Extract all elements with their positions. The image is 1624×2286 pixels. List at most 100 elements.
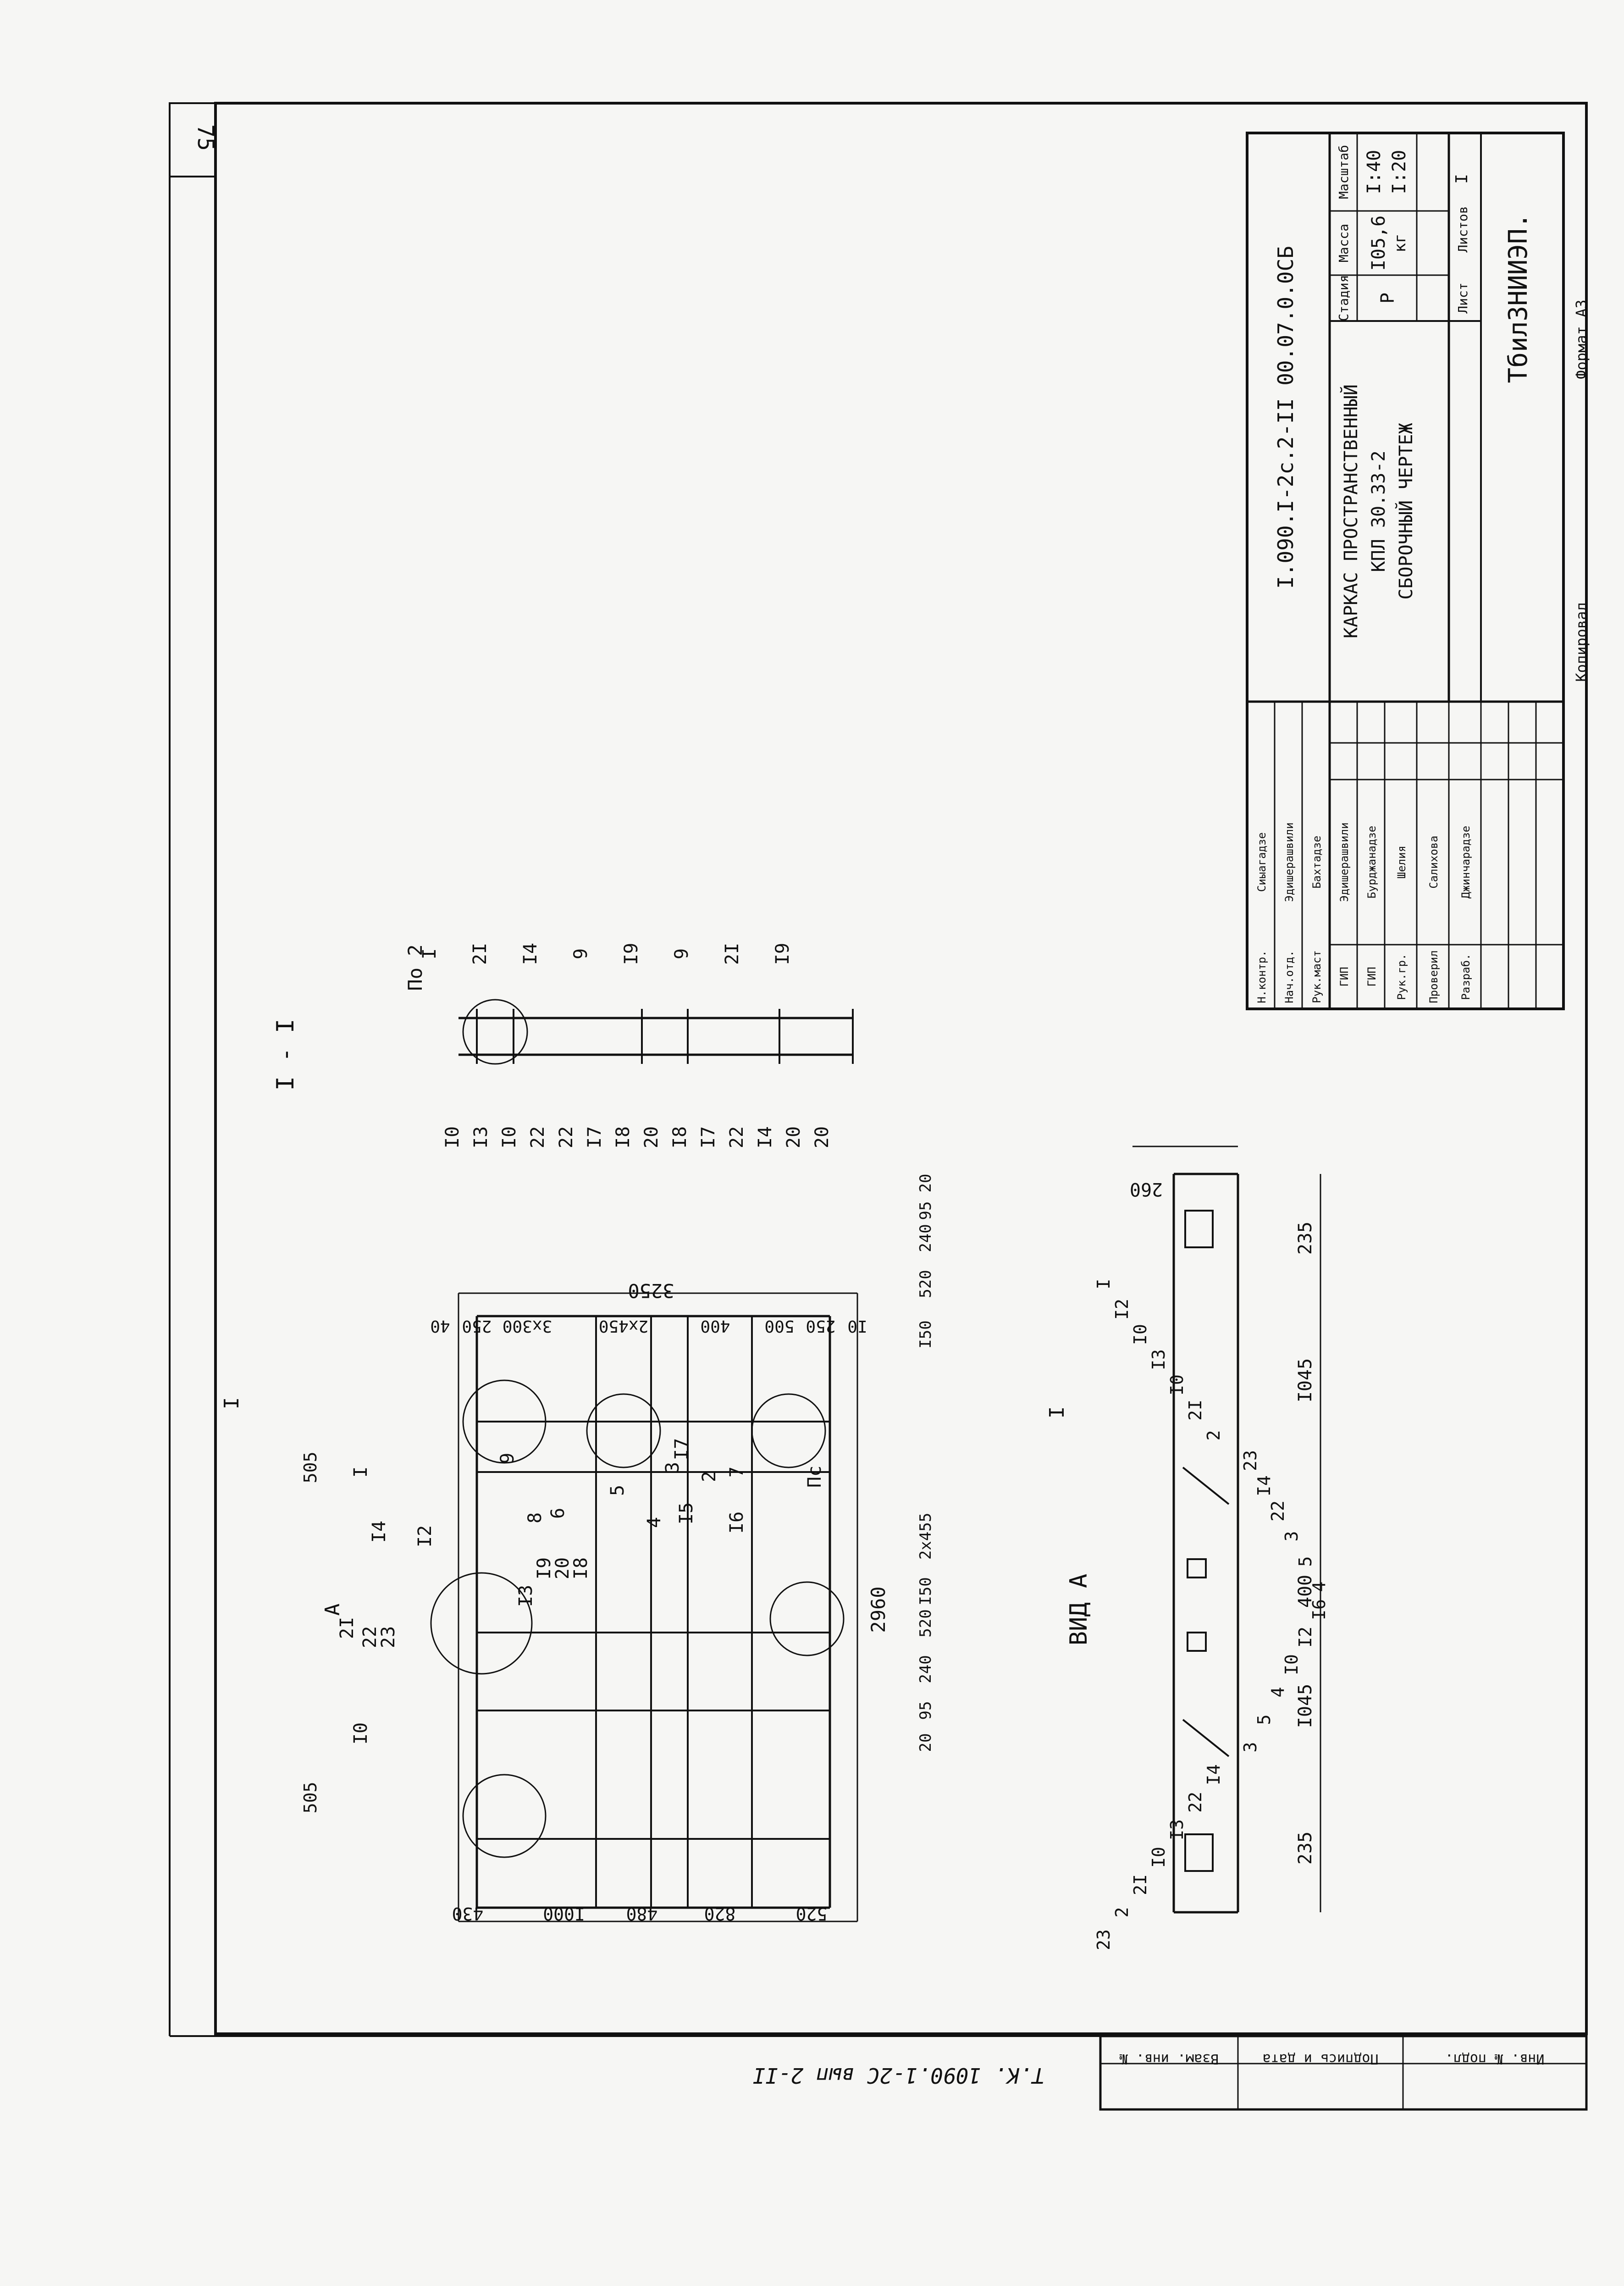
plan-callout: I6 [726, 1511, 747, 1533]
view-a-callout: I [1094, 1279, 1114, 1290]
signature-role: Н.контр. [1255, 950, 1268, 1003]
sheets-label: Листов [1455, 206, 1470, 252]
section-callout: I9 [621, 943, 642, 965]
signature-role: Нач.отд. [1283, 950, 1296, 1003]
dim-right-chain: 250 [462, 1317, 492, 1335]
dim-bottom-chain: 520 [917, 1609, 935, 1637]
view-a-length-dim: 400 [1295, 1575, 1316, 1608]
dim-left-chain: 820 [704, 1904, 736, 1924]
plan-callout: 5 [607, 1485, 628, 1496]
sheet-label: Лист [1455, 282, 1470, 313]
plan-callout: I4 [369, 1521, 390, 1543]
dim-right-chain: 3x300 [503, 1317, 552, 1335]
stamp-inv-replace: Взам. инв. № [1120, 2051, 1219, 2067]
view-a-marker: A [321, 1604, 344, 1616]
plan-callout: 2 [699, 1471, 720, 1482]
view-a-callout-labels: 2322II0I322I4354I0I2I6II2I0I3I02I223I422… [1094, 1279, 1329, 1950]
section-callout: I3 [470, 1126, 492, 1148]
view-a-callout: 2 [1204, 1430, 1224, 1441]
section-callout: I8 [613, 1126, 634, 1148]
dim-overall-short: 2960 [867, 1586, 889, 1633]
section-callout: 9 [570, 948, 591, 959]
scale-value-1: I:40 [1364, 150, 1385, 194]
plan-callout: 20 [552, 1557, 573, 1579]
section-callout: 20 [812, 1126, 833, 1148]
view-a-callout: I0 [1149, 1847, 1169, 1868]
format-label: Формат А3 [1573, 299, 1590, 379]
dim-right-chain: 250 [806, 1317, 835, 1335]
dim-bottom-chain: 20 [917, 1174, 935, 1193]
view-a-title: ВИД А [1065, 1574, 1093, 1646]
section-callout: I7 [698, 1126, 719, 1148]
signature-name: Сиыагадзе [1255, 832, 1268, 892]
view-a-callout: I0 [1282, 1654, 1302, 1675]
title-line2: КПЛ 30.33-2 [1368, 451, 1389, 572]
signature-role: ГИП [1365, 967, 1378, 986]
view-a-callout: 3 [1282, 1531, 1302, 1542]
copied-label: Копировал [1573, 602, 1590, 681]
dim-top-505: 505 [300, 1782, 320, 1814]
stamp-inv-orig: Инв. № подл. [1445, 2051, 1545, 2067]
plan-callout: 4 [644, 1517, 665, 1528]
plan-callout: I [350, 1467, 371, 1478]
view-a-callout: 2I [1130, 1874, 1150, 1895]
section-callout: 20 [783, 1126, 804, 1148]
view-a-callout: 4 [1268, 1687, 1288, 1698]
view-a-callout: 2 [1112, 1907, 1132, 1918]
dim-bottom-chain: 95 [917, 1701, 935, 1720]
stage-value: Р [1377, 293, 1398, 304]
title-block: I.090.I-2c.2-II 00.07.0.0СБ КАРКАС ПРОСТ… [1246, 132, 1565, 1010]
section-callout: 2I [722, 943, 743, 965]
plan-callout: I3 [515, 1585, 536, 1607]
view-a-callout: I2 [1295, 1627, 1315, 1648]
document-code: I.090.I-2c.2-II 00.07.0.0СБ [1273, 246, 1298, 589]
dim-right-chain: 2x450 [599, 1317, 648, 1335]
view-a-callout: I4 [1204, 1764, 1224, 1785]
mass-header: Масса [1336, 224, 1351, 262]
dim-bottom-chain: I50 [917, 1577, 935, 1605]
view-a-callout: I3 [1149, 1349, 1169, 1370]
dim-left-chain: 430 [452, 1904, 484, 1924]
view-a-callout: I2 [1112, 1299, 1132, 1320]
section-callout: I0 [499, 1126, 520, 1148]
plan-callout: I2 [414, 1525, 436, 1547]
section-callout: 22 [726, 1126, 747, 1148]
mass-unit: кг [1391, 234, 1409, 253]
section-callout: 2I [470, 943, 491, 965]
dim-bottom-chain: 240 [917, 1655, 935, 1683]
view-a-length-dim: 235 [1295, 1832, 1316, 1865]
view-a-callout: 3 [1240, 1742, 1260, 1753]
plan-callout: 7 [726, 1467, 747, 1478]
section-title: I - I [272, 1019, 299, 1091]
view-a-callout: 5 [1295, 1556, 1315, 1567]
section-callout: 20 [641, 1126, 662, 1148]
left-stamp: Взам. инв. № Подпись и дата Инв. № подл. [1099, 2035, 1588, 2111]
signature-name: Шелия [1395, 846, 1408, 879]
dim-bottom-chain: I50 [917, 1320, 935, 1348]
plan-callout: I5 [676, 1502, 697, 1524]
signature-name: Эдишерашвили [1338, 822, 1351, 902]
title-line3: СБОРОЧНЫЙ ЧЕРТЕЖ [1395, 423, 1417, 599]
view-a-length-dim: I045 [1295, 1684, 1316, 1728]
scale-value-2: I:20 [1389, 150, 1410, 194]
dim-right-chain: 400 [700, 1317, 730, 1335]
section-callout: I8 [669, 1126, 690, 1148]
section-callout: I7 [584, 1126, 605, 1148]
plan-callout: I8 [570, 1557, 591, 1579]
dim-left-chain: 520 [796, 1904, 828, 1924]
inner-frame [214, 102, 1588, 2035]
dim-left-chain: 480 [626, 1904, 658, 1924]
section-marker-top: I [220, 1397, 243, 1410]
signature-rows: Н.контр.СиыагадзеНач.отд.ЭдишерашвилиРук… [1255, 822, 1472, 1003]
organization: ТбилЗНИИЭП. [1503, 213, 1533, 383]
stage-header: Стадия [1336, 275, 1351, 321]
section-callout: I9 [772, 943, 793, 965]
view-a-callout: 2I [1185, 1400, 1205, 1421]
plan-callout: I9 [534, 1557, 555, 1579]
